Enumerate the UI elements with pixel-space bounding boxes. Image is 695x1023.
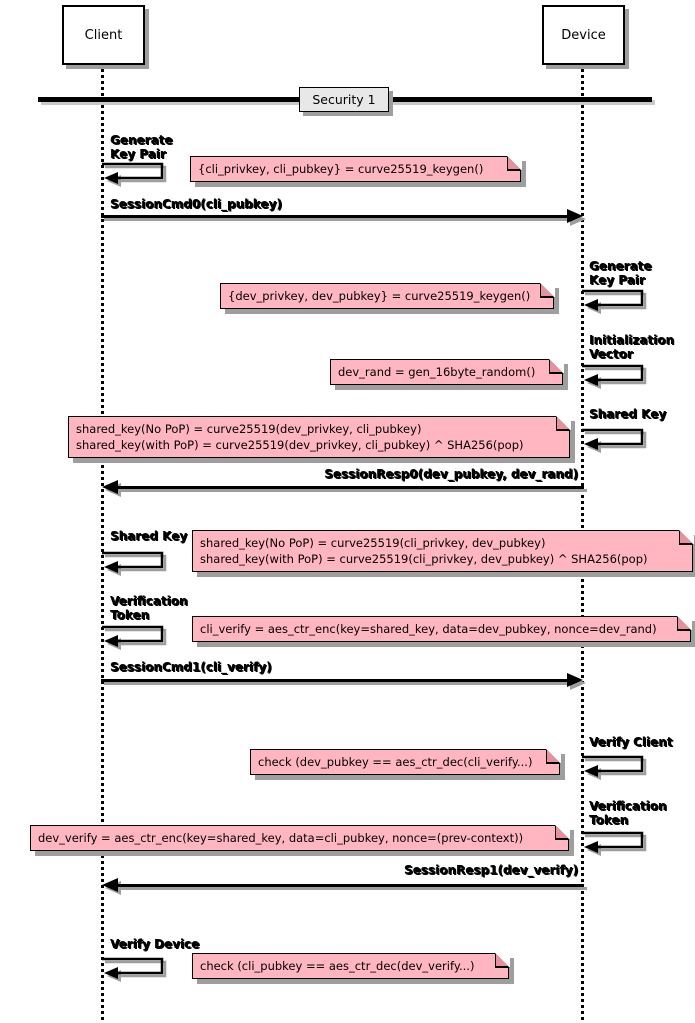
note-cli-keygen: {cli_privkey, cli_pubkey} = curve25519_k…: [190, 155, 522, 182]
note-check-cli-pubkey: check (cli_pubkey == aes_ctr_dec(dev_ver…: [192, 952, 510, 979]
note-check-dev-pubkey: check (dev_pubkey == aes_ctr_dec(cli_ver…: [250, 748, 561, 775]
note-dev-shared-key: shared_key(No PoP) = curve25519(dev_priv…: [68, 415, 571, 458]
client-lifeline: [101, 63, 104, 1023]
note-cli-shared-key: shared_key(No PoP) = curve25519(cli_priv…: [192, 529, 694, 572]
self-loop-arrow-device: [582, 426, 660, 456]
note-dev-keygen: {dev_privkey, dev_pubkey} = curve25519_k…: [220, 282, 555, 309]
message-arrow-device-to-client: [100, 478, 588, 500]
separator-label: Security 1: [299, 87, 389, 112]
action-label-device-generate-key-pair: Generate Key Pair: [589, 259, 652, 287]
self-loop-arrow-device: [582, 362, 660, 392]
message-arrow-device-to-client: [100, 876, 588, 898]
action-label-client-shared-key: Shared Key: [110, 529, 188, 543]
action-label-client-generate-key-pair: Generate Key Pair: [110, 133, 173, 161]
self-loop-arrow-device: [582, 829, 660, 859]
actor-device: Device: [542, 5, 625, 65]
message-label-sessioncmd1: SessionCmd1(cli_verify): [110, 660, 272, 674]
message-arrow-client-to-device: [101, 207, 589, 229]
self-loop-arrow-client: [102, 160, 180, 190]
note-dev-verify: dev_verify = aes_ctr_enc(key=shared_key,…: [30, 824, 570, 851]
action-label-client-verify-device: Verify Device: [110, 937, 200, 951]
self-loop-arrow-device: [582, 287, 660, 317]
action-label-device-verify-client: Verify Client: [589, 735, 673, 749]
action-label-device-initialization-vector: Initialization Vector: [589, 333, 675, 361]
note-dev-rand: dev_rand = gen_16byte_random(): [330, 358, 564, 385]
message-label-sessioncmd0: SessionCmd0(cli_pubkey): [110, 197, 282, 211]
message-arrow-client-to-device: [101, 671, 589, 693]
action-label-device-shared-key: Shared Key: [589, 407, 667, 421]
self-loop-arrow-device: [582, 753, 660, 783]
message-label-sessionresp1: SessionResp1(dev_verify): [404, 863, 578, 877]
self-loop-arrow-client: [102, 549, 180, 579]
actor-client: Client: [62, 5, 145, 65]
action-label-device-verification-token: Verification Token: [589, 799, 667, 827]
action-label-client-verification-token: Verification Token: [110, 594, 188, 622]
self-loop-arrow-client: [102, 623, 180, 653]
self-loop-arrow-client: [102, 955, 180, 985]
message-label-sessionresp0: SessionResp0(dev_pubkey, dev_rand): [324, 467, 578, 481]
note-cli-verify: cli_verify = aes_ctr_enc(key=shared_key,…: [192, 615, 692, 642]
